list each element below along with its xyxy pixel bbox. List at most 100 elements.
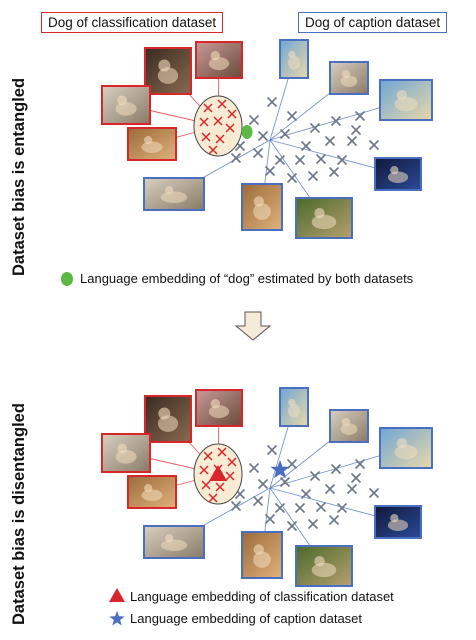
embedding-cross (350, 472, 362, 484)
legend-cls-text: Language embedding of classification dat… (130, 589, 394, 604)
embedding-cross (248, 114, 260, 126)
embedding-cross (346, 135, 358, 147)
caption-dog-image (279, 39, 309, 79)
classification-dataset-label: Dog of classification dataset (41, 12, 224, 33)
embedding-cross (286, 520, 298, 532)
entangled-side-label: Dataset bias is entangled (10, 77, 28, 276)
caption-dog-image (295, 197, 353, 239)
embedding-cross (328, 166, 340, 178)
classification-cross (203, 103, 213, 113)
embedding-cross (257, 130, 269, 142)
caption-dog-image (143, 525, 205, 559)
embedding-cross (309, 122, 321, 134)
caption-dataset-label: Dog of caption dataset (298, 12, 448, 33)
embedding-cross (307, 170, 319, 182)
embedding-cross (350, 124, 362, 136)
classification-cross (201, 132, 211, 142)
classification-cluster (193, 95, 243, 157)
embedding-cross (324, 135, 336, 147)
caption-dog-image (329, 409, 369, 443)
embedding-cross (315, 153, 327, 165)
embedding-cross (324, 483, 336, 495)
embedding-cross (266, 444, 278, 456)
classification-cross (225, 471, 235, 481)
classification-dog-image (195, 389, 243, 427)
embedding-cross (264, 513, 276, 525)
caption-dog-image (379, 79, 433, 121)
classification-cross (227, 457, 237, 467)
triangle-icon (109, 588, 125, 602)
embedding-cross (346, 483, 358, 495)
embedding-cross (252, 147, 264, 159)
star-icon (109, 611, 125, 626)
classification-dog-image (144, 395, 192, 443)
classification-cross (213, 116, 223, 126)
embedding-cross (248, 462, 260, 474)
classification-cross (227, 109, 237, 119)
embedding-cross (264, 165, 276, 177)
embedding-cross (336, 502, 348, 514)
classification-cross (208, 493, 218, 503)
embedding-cross (336, 154, 348, 166)
embedding-cross (354, 458, 366, 470)
down-arrow-icon (234, 311, 272, 341)
embedding-cross (274, 502, 286, 514)
embedding-cross (230, 500, 242, 512)
caption-dog-image (295, 545, 353, 587)
classification-dog-image (144, 47, 192, 95)
legend-cap-text: Language embedding of caption dataset (130, 611, 363, 626)
caption-dog-image (374, 505, 422, 539)
embedding-cross (300, 488, 312, 500)
classification-cross (199, 465, 209, 475)
embedding-cross (279, 476, 291, 488)
embedding-cross (300, 140, 312, 152)
legend-shared-text: Language embedding of “dog” estimated by… (80, 271, 414, 286)
classification-dog-image (101, 433, 151, 473)
embedding-cross (274, 154, 286, 166)
embedding-cross (315, 501, 327, 513)
caption-embedding-star (270, 460, 290, 479)
classification-cross (201, 480, 211, 490)
embedding-cross (286, 110, 298, 122)
caption-dog-image (241, 183, 283, 231)
embedding-cross (328, 514, 340, 526)
classification-cross (215, 134, 225, 144)
classification-dog-image (127, 475, 177, 509)
embedding-cross (257, 478, 269, 490)
classification-cross (217, 447, 227, 457)
embedding-cross (330, 463, 342, 475)
caption-dog-image (374, 157, 422, 191)
embedding-cross (354, 110, 366, 122)
classification-cross (217, 99, 227, 109)
classification-dog-image (127, 127, 177, 161)
classification-dog-image (101, 85, 151, 125)
embedding-cross (286, 172, 298, 184)
embedding-cross (294, 502, 306, 514)
classification-cross (225, 123, 235, 133)
embedding-cross (252, 495, 264, 507)
embedding-cross (368, 487, 380, 499)
embedding-cross (309, 470, 321, 482)
caption-dog-image (279, 387, 309, 427)
disentangled-side-label: Dataset bias is disentangled (10, 403, 28, 625)
caption-dog-image (329, 61, 369, 95)
classification-cross (199, 117, 209, 127)
shared-embedding-dot (241, 125, 253, 139)
classification-cross (215, 482, 225, 492)
caption-dog-image (241, 531, 283, 579)
embedding-cross (279, 128, 291, 140)
embedding-cross (266, 96, 278, 108)
embedding-cross (368, 139, 380, 151)
dot-icon (61, 272, 73, 286)
embedding-cross (330, 115, 342, 127)
embedding-cross (307, 518, 319, 530)
classification-cross (203, 451, 213, 461)
caption-dog-image (379, 427, 433, 469)
classification-embedding-triangle (209, 465, 227, 481)
embedding-cross (294, 154, 306, 166)
caption-dog-image (143, 177, 205, 211)
classification-dog-image (195, 41, 243, 79)
embedding-cross (230, 152, 242, 164)
classification-cross (208, 145, 218, 155)
